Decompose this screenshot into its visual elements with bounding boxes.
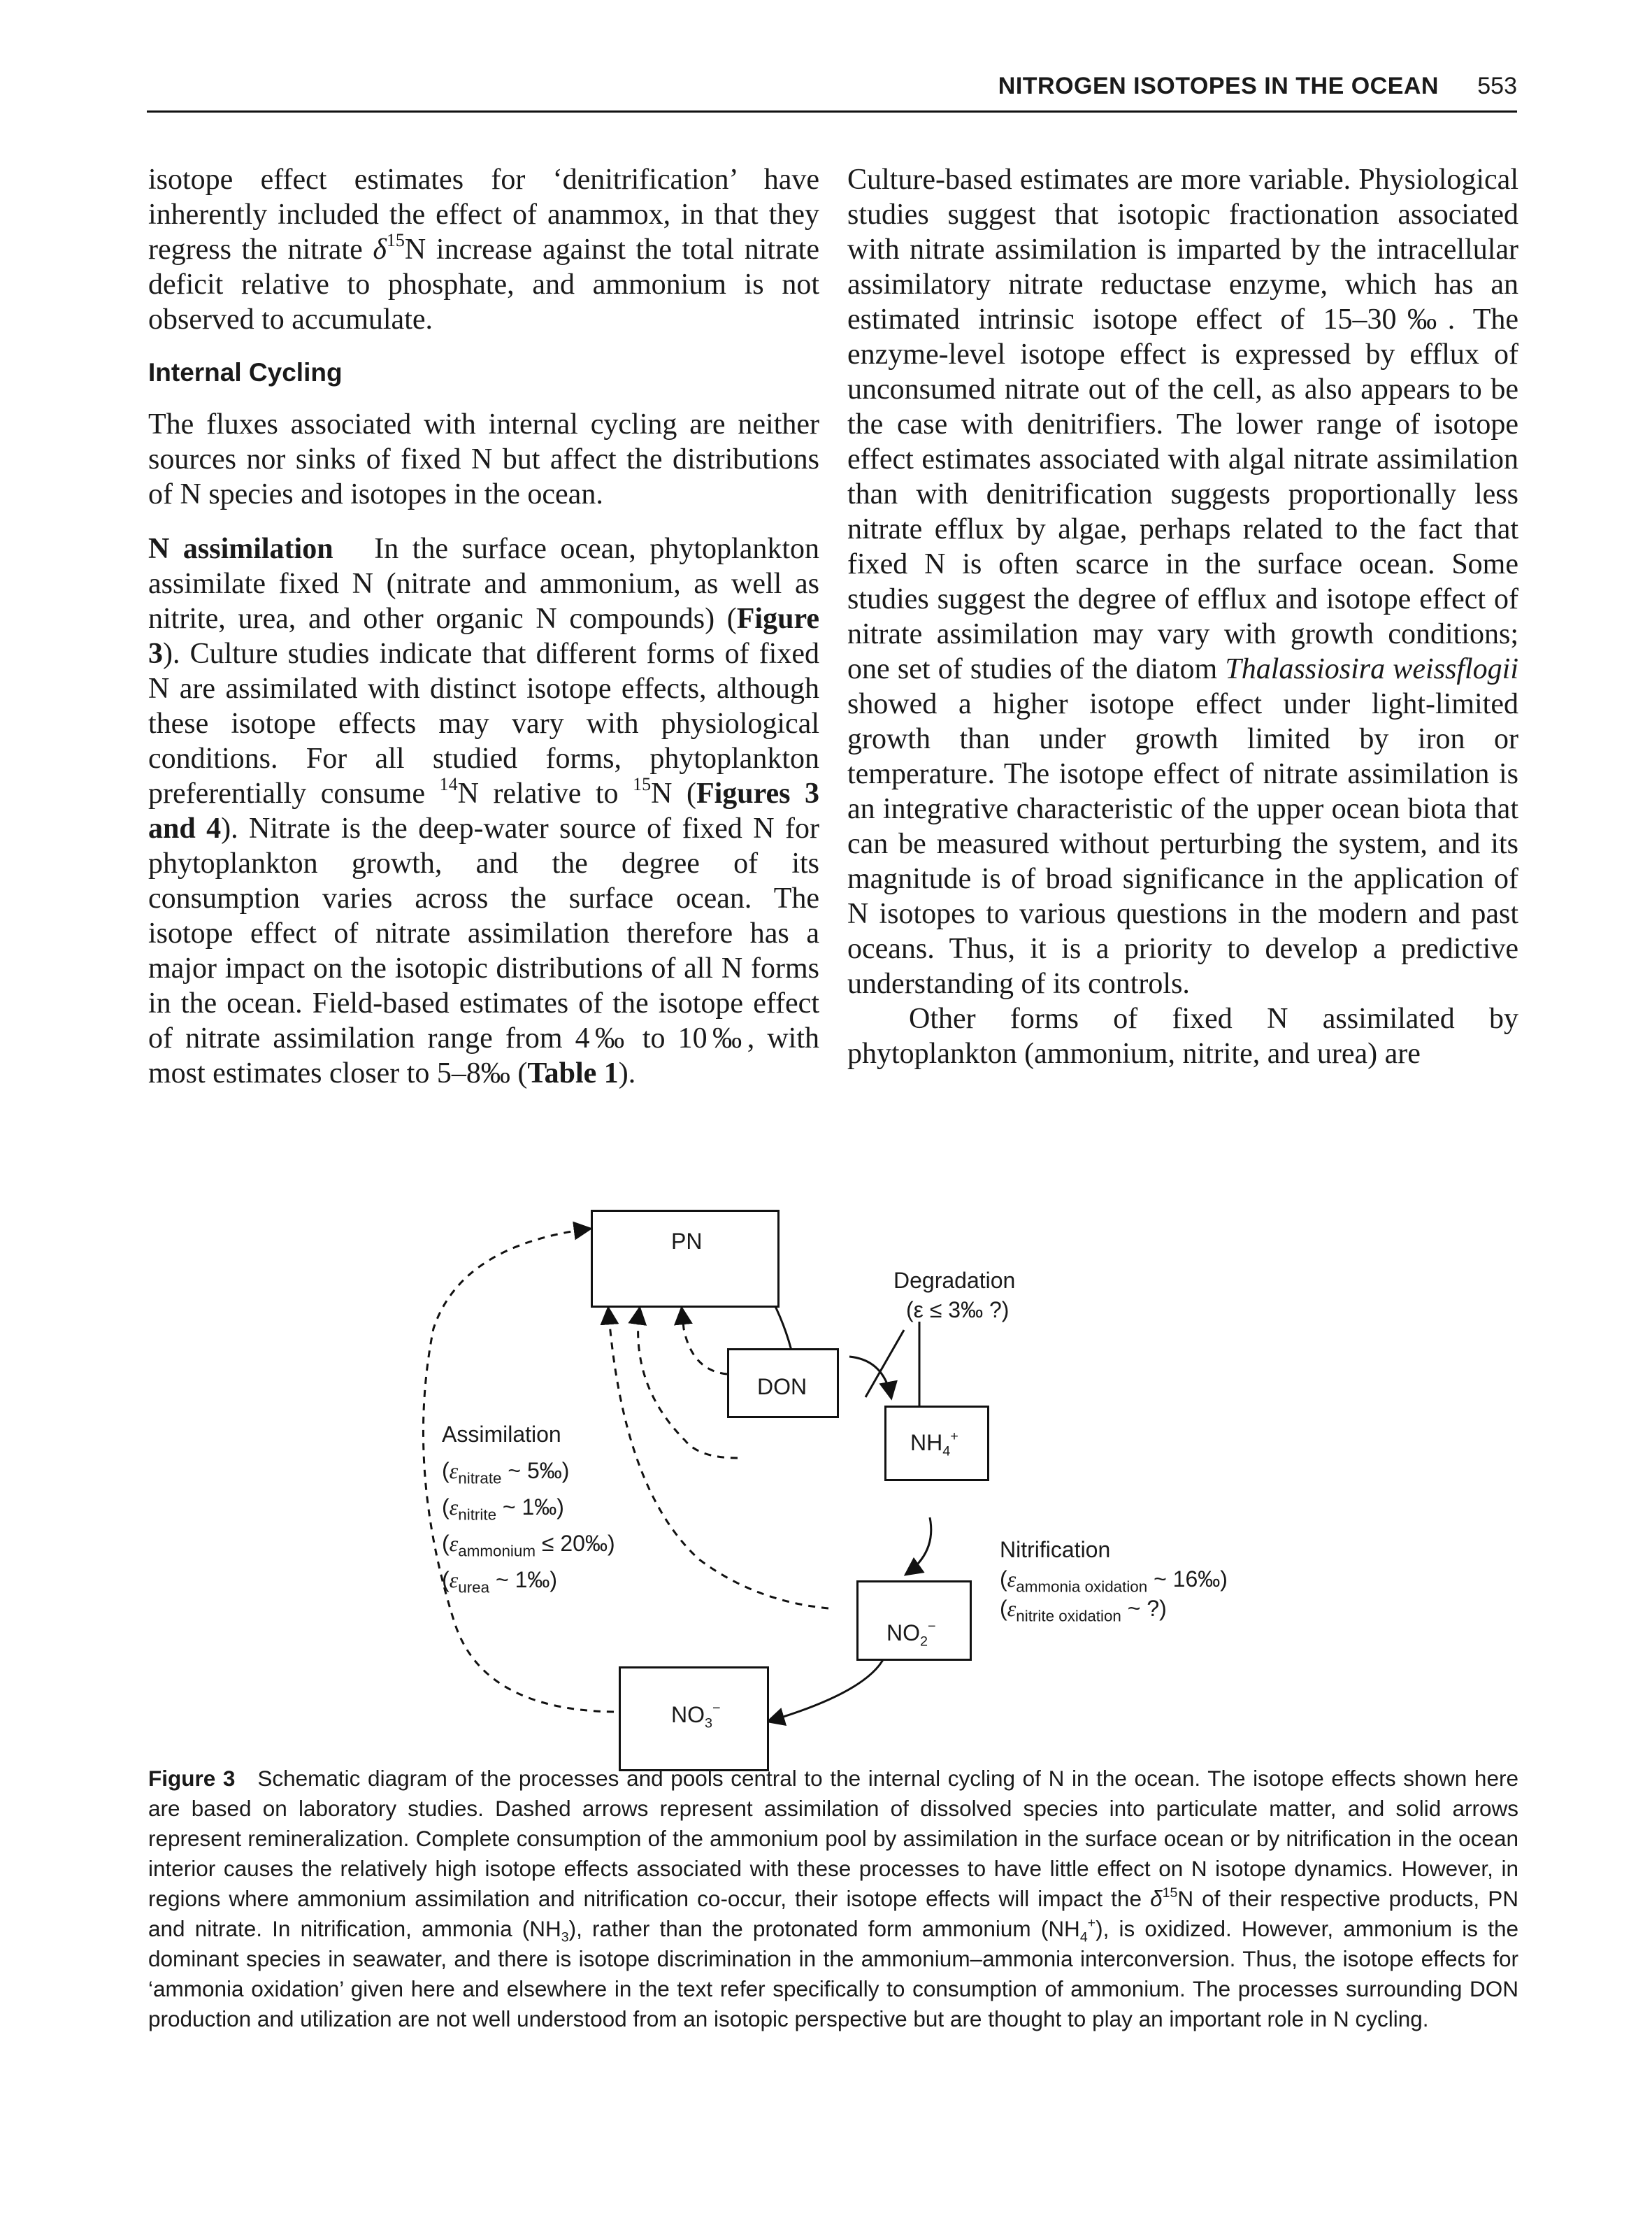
pool-box-no3: NO3− xyxy=(619,1666,769,1771)
figure-3-caption: Figure 3 Schematic diagram of the proces… xyxy=(148,1764,1518,2034)
assimilation-nitrate: (εnitrate ~ 5‰) xyxy=(442,1458,570,1487)
running-title: NITROGEN ISOTOPES IN THE OCEAN xyxy=(998,73,1439,99)
pool-label-pn: PN xyxy=(671,1229,703,1254)
pool-label-no3: NO3− xyxy=(671,1701,721,1731)
arrow-no2-to-no3 xyxy=(766,1657,886,1727)
nitrification-ammonia-oxidation: (εammonia oxidation ~ 16‰) xyxy=(1000,1566,1228,1596)
pool-box-pn: PN xyxy=(591,1210,780,1308)
assimilation-label: Assimilation (εnitrate ~ 5‰) (εnitrite ~… xyxy=(442,1416,615,1598)
figure-3-diagram: PN DON NH4+ NO2− NO3− Degradation (ε ≤ 3… xyxy=(392,1189,1300,1771)
arrow-don-to-pn xyxy=(673,1306,728,1375)
pool-box-no2: NO2− xyxy=(856,1580,972,1661)
nitrification-title: Nitrification xyxy=(1000,1537,1111,1562)
paragraph-other-forms: Other forms of fixed N assimilated by ph… xyxy=(847,1003,1518,1070)
pool-box-nh4: NH4+ xyxy=(884,1406,989,1481)
assimilation-title: Assimilation xyxy=(442,1422,561,1447)
assimilation-urea: (εurea ~ 1‰) xyxy=(442,1567,558,1596)
pool-label-no2: NO2− xyxy=(886,1619,936,1650)
degradation-title: Degradation xyxy=(893,1268,1016,1293)
arrow-nh4-to-pn xyxy=(628,1306,738,1459)
paragraph-culture-estimates: Culture-based estimates are more variabl… xyxy=(847,164,1518,1000)
nitrification-nitrite-oxidation: (εnitrite oxidation ~ ?) xyxy=(1000,1596,1167,1625)
pool-label-don: DON xyxy=(757,1374,807,1399)
page-number: 553 xyxy=(1477,73,1517,99)
arrow-nh4-to-no2 xyxy=(903,1517,933,1576)
paragraph-n-assimilation: N assimilation In the surface ocean, phy… xyxy=(148,531,819,1091)
pool-label-nh4: NH4+ xyxy=(910,1429,958,1459)
arrow-no3-to-pn xyxy=(422,1221,615,1713)
degradation-effect: (ε ≤ 3‰ ?) xyxy=(906,1297,1010,1322)
caption-label: Figure 3 xyxy=(148,1766,236,1791)
arrow-no2-to-pn xyxy=(600,1306,829,1610)
running-header: NITROGEN ISOTOPES IN THE OCEAN 553 xyxy=(147,69,1517,113)
assimilation-nitrite: (εnitrite ~ 1‰) xyxy=(442,1494,564,1524)
degradation-label: Degradation (ε ≤ 3‰ ?) xyxy=(893,1266,1015,1324)
pool-box-don: DON xyxy=(727,1348,839,1418)
right-column: Culture-based estimates are more variabl… xyxy=(847,162,1518,1071)
arrow-don-to-nh4 xyxy=(849,1355,898,1401)
nitrification-label: Nitrification (εammonia oxidation ~ 16‰)… xyxy=(1000,1535,1228,1625)
run-in-heading-n-assimilation: N assimilation xyxy=(148,533,333,565)
paragraph-denitrification: isotope effect estimates for ‘denitrific… xyxy=(148,164,819,336)
degradation-pointer-line-2 xyxy=(864,1329,905,1398)
paragraph-internal-cycling: The fluxes associated with internal cycl… xyxy=(148,408,819,510)
section-heading-internal-cycling: Internal Cycling xyxy=(148,358,343,387)
paragraph-n-assimilation-body: In the surface ocean, phytoplankton assi… xyxy=(148,533,820,1089)
caption-text: Schematic diagram of the processes and p… xyxy=(148,1766,1518,2031)
assimilation-ammonium: (εammonium ≤ 20‰) xyxy=(442,1531,615,1560)
left-column: isotope effect estimates for ‘denitrific… xyxy=(148,162,819,1091)
